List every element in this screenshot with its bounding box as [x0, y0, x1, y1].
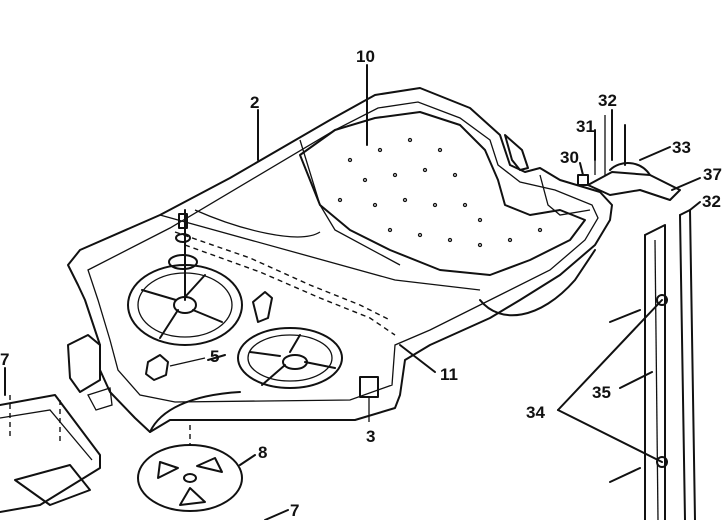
base-pan: [67, 87, 613, 433]
sprayer: [137, 425, 243, 512]
label-spray-plate-left: 7: [0, 350, 9, 369]
label-base-pan: 2: [250, 93, 259, 112]
fitting-3: [359, 376, 379, 422]
label-fitting-3: 3: [366, 427, 375, 446]
label-fitting-5: 5: [210, 347, 219, 366]
part-labels: 2 10 3 5 7 7 8 11 30 31 32 33 37 32 35 3…: [0, 47, 722, 520]
small-bracket: [252, 291, 273, 323]
label-gasket: 11: [440, 365, 458, 384]
gasket: [174, 231, 396, 336]
callout-lines: [4, 64, 701, 521]
label-spray-plate-bottom: 7: [290, 501, 299, 520]
label-screw-top: 32: [598, 91, 617, 110]
label-clip: 30: [560, 148, 579, 167]
shaft-stack: [168, 209, 198, 301]
label-stop: 37: [703, 165, 722, 184]
rail: [644, 209, 696, 521]
right-wheel: [237, 327, 343, 389]
label-screw-right: 32: [702, 192, 721, 211]
spray-plate-left: [0, 394, 101, 513]
label-rail: 35: [592, 383, 611, 402]
label-filter-screen: 10: [356, 47, 375, 66]
label-screws: 34: [526, 403, 545, 422]
fitting-5: [145, 354, 206, 381]
filter-screen: [299, 111, 586, 276]
label-sprayer: 8: [258, 443, 267, 462]
screws-34: [609, 294, 668, 483]
label-bracket: 31: [576, 117, 595, 136]
label-latch: 33: [672, 138, 691, 157]
